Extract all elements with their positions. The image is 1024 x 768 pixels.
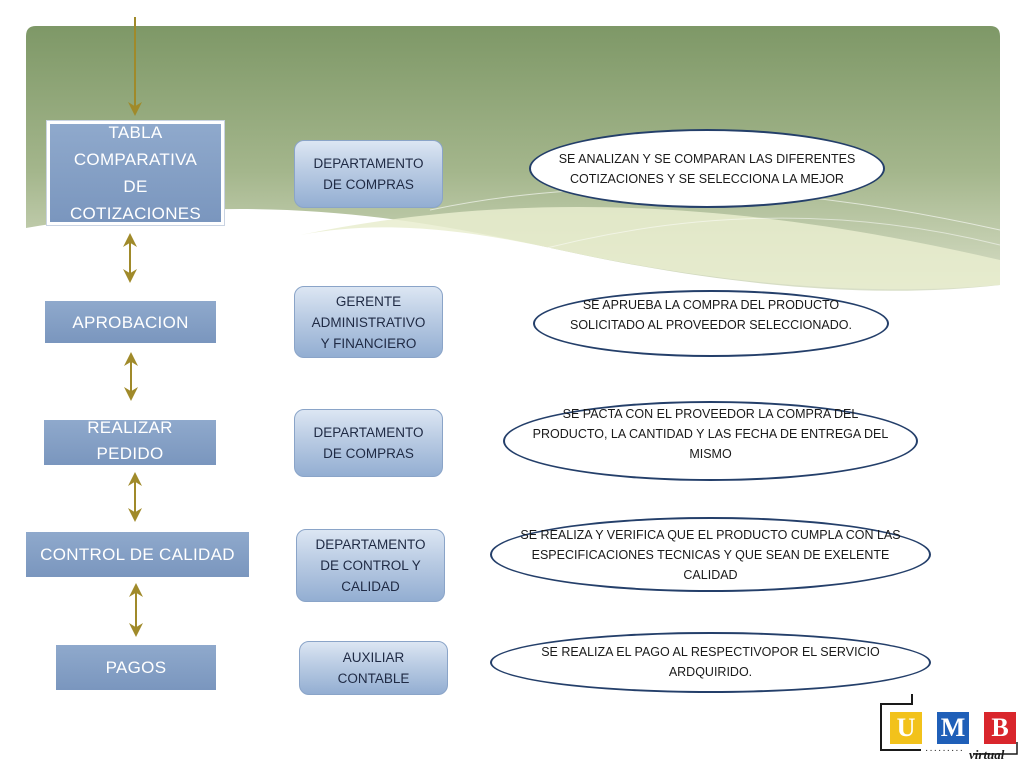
logo-letter-b: B [984, 712, 1016, 744]
step-pagos: PAGOS [56, 645, 216, 690]
responsible-auxiliar-contable: AUXILIAR CONTABLE [299, 641, 448, 695]
logo-dots: ········· [925, 745, 964, 756]
step-control-de-calidad: CONTROL DE CALIDAD [26, 532, 249, 577]
description-aprobar-compra: SE APRUEBA LA COMPRA DEL PRODUCTO SOLICI… [533, 290, 889, 357]
responsible-departamento-de-control: DEPARTAMENTO DE CONTROL Y CALIDAD [296, 529, 445, 602]
umb-virtual-logo: U M B ········· virtual [877, 692, 1022, 764]
description-realizar-pago: SE REALIZA EL PAGO AL RESPECTIVOPOR EL S… [490, 632, 931, 693]
responsible-gerente-administrativo: GERENTE ADMINISTRATIVO Y FINANCIERO [294, 286, 443, 358]
step-realizar-pedido: REALIZAR PEDIDO [44, 418, 216, 465]
description-analizar-cotizaciones: SE ANALIZAN Y SE COMPARAN LAS DIFERENTES… [529, 129, 885, 208]
step-label: APROBACION [72, 312, 189, 332]
responsible-departamento-de-compras-2: DEPARTAMENTO DE COMPRAS [294, 409, 443, 477]
logo-letter-m: M [937, 712, 969, 744]
logo-letter-u: U [890, 712, 922, 744]
responsible-departamento-de-compras: DEPARTAMENTO DE COMPRAS [294, 140, 443, 208]
step-label: PAGOS [105, 658, 167, 677]
description-verificar-calidad: SE REALIZA Y VERIFICA QUE EL PRODUCTO CU… [490, 517, 931, 592]
step-label: TABLA COMPARATIVA DE COTIZACIONES [69, 123, 202, 223]
step-label: REALIZAR PEDIDO [87, 417, 173, 463]
step-tabla-comparativa: TABLA COMPARATIVA DE COTIZACIONES [47, 121, 224, 225]
step-label: CONTROL DE CALIDAD [40, 545, 235, 564]
step-aprobacion: APROBACION [45, 301, 216, 343]
logo-frame-icon [880, 694, 1018, 755]
description-pactar-compra: SE PACTA CON EL PROVEEDOR LA COMPRA DEL … [503, 401, 918, 481]
header-swoosh [300, 207, 1000, 290]
logo-subtitle: virtual [969, 747, 1005, 762]
